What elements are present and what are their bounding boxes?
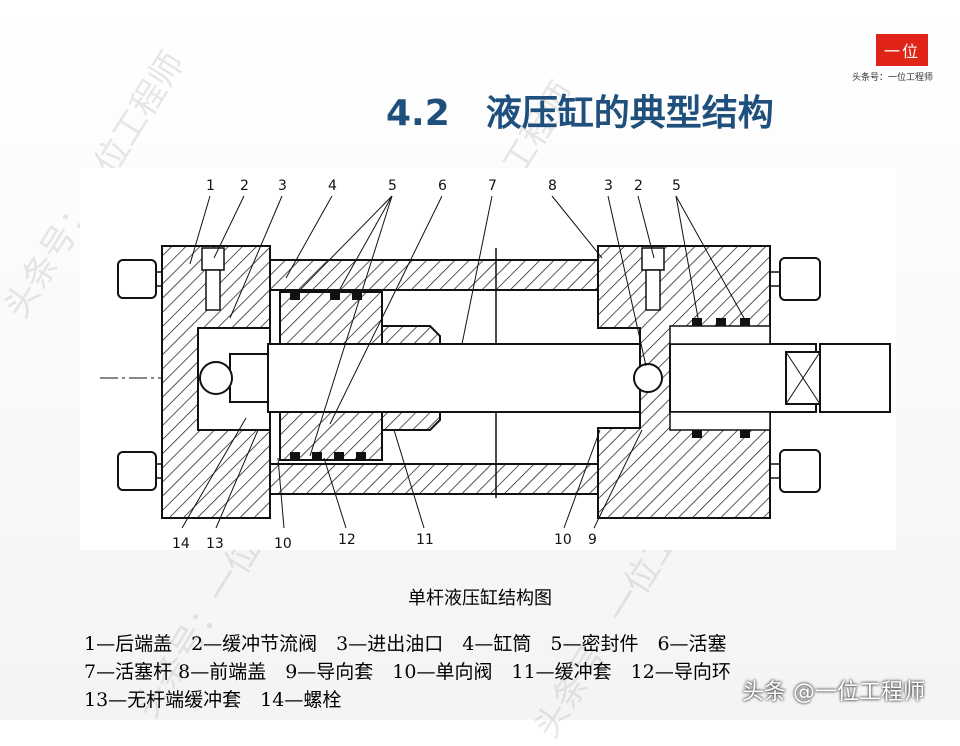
label-6: 6 [438,178,447,194]
guide-sleeve [669,411,771,431]
figure-caption: 单杆液压缸结构图 [408,588,552,609]
rear-end-cap [161,245,271,519]
cylinder-barrel-top [269,259,599,291]
label-13: 13 [206,536,224,550]
label-1: 1 [206,178,215,194]
label-2b: 2 [634,178,643,194]
legend-line-2: 7—活塞杆 8—前端盖 9—导向套 10—单向阀 11—缓冲套 12—导向环 [84,661,731,683]
piston-rod [267,343,817,413]
label-8: 8 [548,178,557,194]
label-2: 2 [240,178,249,194]
throttle-valve-rear [201,247,225,311]
label-10: 10 [274,536,292,550]
part-labels: 1 2 3 4 5 6 7 8 3 2 5 14 13 10 12 11 10 … [172,178,681,552]
cylinder-drawing: 1 2 3 4 5 6 7 8 3 2 5 14 13 10 12 11 10 … [100,178,891,552]
label-14: 14 [172,536,190,550]
seals [290,292,750,460]
rod-thread [819,343,891,413]
label-7: 7 [488,178,497,194]
label-11: 11 [416,532,434,548]
label-4: 4 [328,178,337,194]
label-5: 5 [388,178,397,194]
brand-caption: 头条号：一位工程师 [852,73,934,83]
oil-port-front [633,363,663,393]
brand-logo: 一位 [876,34,928,66]
label-5b: 5 [672,178,681,194]
label-12: 12 [338,532,356,548]
guide-sleeve-top [669,325,771,345]
legend-line-3: 13—无杆端缓冲套 14—螺栓 [84,689,342,711]
cylinder-barrel-bottom [269,463,599,495]
rod-end-nut [229,353,269,403]
label-10b: 10 [554,532,572,548]
slide-title: 4.2 液压缸的典型结构 [386,93,774,134]
oil-port-rear [199,361,233,395]
cylinder-diagram: 1 2 3 4 5 6 7 8 3 2 5 14 13 10 12 11 10 … [80,168,896,552]
footer-watermark: 头条 @一位工程师 [742,680,925,705]
label-3b: 3 [604,178,613,194]
label-9: 9 [588,532,597,548]
parts-legend: 1—后端盖 2—缓冲节流阀 3—进出油口 4—缸筒 5—密封件 6—活塞 7—活… [84,630,944,714]
legend-line-1: 1—后端盖 2—缓冲节流阀 3—进出油口 4—缸筒 5—密封件 6—活塞 [84,633,727,655]
leader-lines [181,195,745,529]
label-3: 3 [278,178,287,194]
throttle-valve-front [641,247,665,311]
